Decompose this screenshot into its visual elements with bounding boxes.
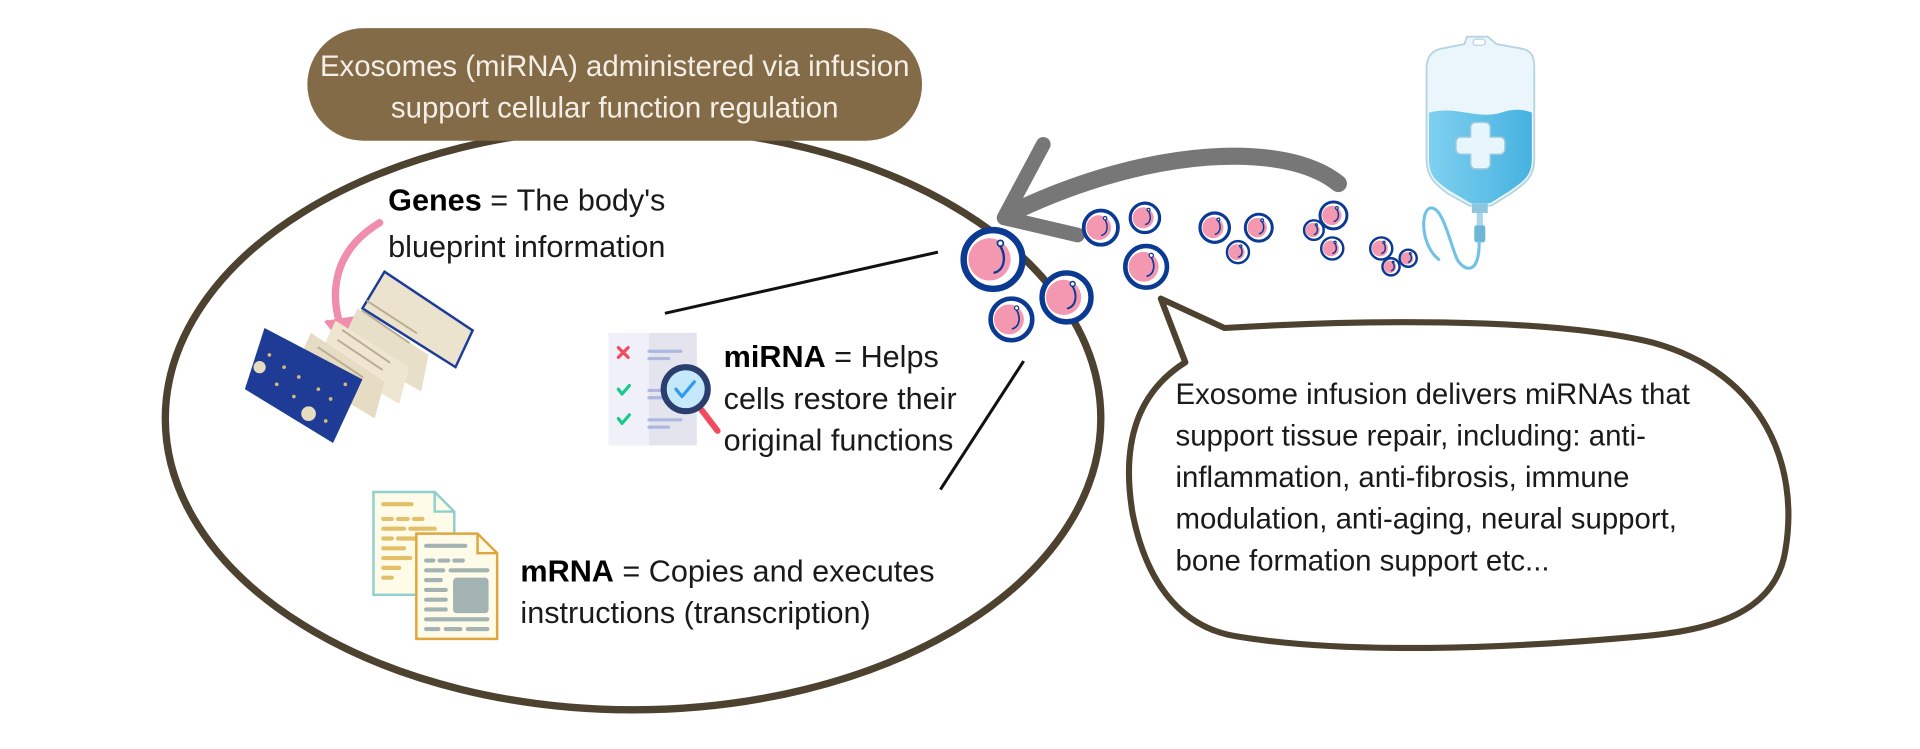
title-pill-line-2: support cellular function regulation <box>391 91 839 124</box>
iv-bag-icon <box>1422 35 1536 270</box>
genes-label: Genes = The body's <box>388 184 665 218</box>
genes-term: Genes <box>388 184 482 218</box>
exosome-vesicle-icon <box>1318 200 1349 231</box>
exosome-vesicle-icon <box>1368 236 1394 261</box>
exosome-vesicle-icon <box>1123 243 1170 290</box>
mirna-separator: = <box>826 340 861 374</box>
mirna-term: miRNA <box>724 340 826 374</box>
genes-separator: = <box>482 184 517 218</box>
exosome-vesicle-icon <box>1398 248 1418 269</box>
exosome-vesicle-icon <box>1198 211 1232 244</box>
speech-bubble-line-2: support tissue repair, including: anti- <box>1176 419 1646 452</box>
curved-arrow-left-icon <box>996 137 1347 243</box>
mrna-label: mRNA = Copies and executes <box>520 554 934 588</box>
connector-line-upper <box>664 250 939 315</box>
mrna-term: mRNA <box>520 554 614 588</box>
genes-desc-line-1: The body's <box>517 184 666 218</box>
accordion-book-icon <box>244 269 475 444</box>
speech-bubble-line-1: Exosome infusion delivers miRNAs that <box>1176 378 1690 411</box>
exosome-cluster <box>960 200 1418 343</box>
exosome-vesicle-icon <box>1039 270 1094 325</box>
exosome-vesicle-icon <box>960 226 1026 293</box>
mirna-desc-line-3: original functions <box>724 423 954 457</box>
title-pill <box>307 28 923 141</box>
mrna-desc-line-1: Copies and executes <box>649 554 935 588</box>
document-copies-icon <box>372 490 499 641</box>
mirna-desc-line-1: Helps <box>861 340 939 374</box>
speech-bubble-outline <box>1125 295 1792 652</box>
exosome-vesicle-icon <box>1081 208 1120 247</box>
exosome-vesicle-icon <box>1243 212 1274 243</box>
mrna-desc-line-2: instructions (transcription) <box>520 596 870 630</box>
exosome-vesicle-icon <box>988 296 1035 343</box>
exosome-vesicle-icon <box>1320 236 1345 261</box>
exosome-vesicle-icon <box>1128 201 1162 235</box>
speech-bubble-line-4: modulation, anti-aging, neural support, <box>1176 503 1677 536</box>
speech-bubble-line-3: inflammation, anti-fibrosis, immune <box>1176 461 1630 494</box>
connector-line-lower <box>939 360 1025 491</box>
exosome-vesicle-icon <box>1381 257 1401 277</box>
speech-bubble-line-5: bone formation support etc... <box>1176 544 1550 577</box>
checklist-magnifier-icon <box>608 332 721 446</box>
genes-desc-line-2: blueprint information <box>388 230 665 264</box>
mirna-desc-line-2: cells restore their <box>724 382 957 416</box>
mrna-separator: = <box>614 554 649 588</box>
mirna-label: miRNA = Helps <box>724 340 939 374</box>
title-pill-line-1: Exosomes (miRNA) administered via infusi… <box>320 50 909 83</box>
exosome-vesicle-icon <box>1225 239 1251 265</box>
exosome-vesicle-icon <box>1302 219 1325 242</box>
